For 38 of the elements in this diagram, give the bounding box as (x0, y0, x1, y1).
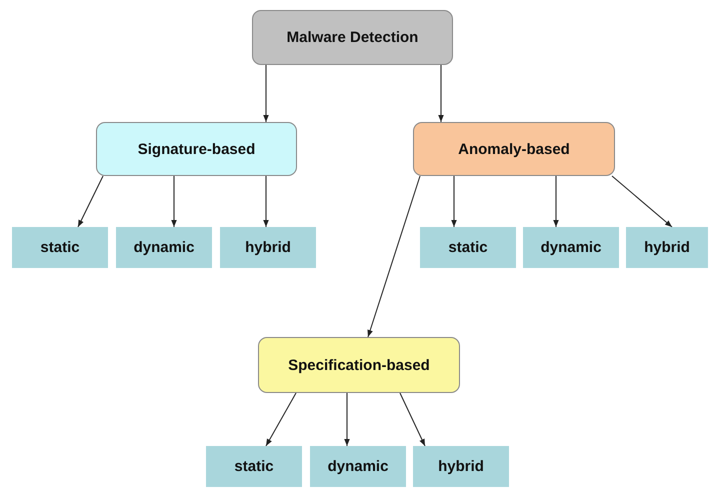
arrow (344, 392, 350, 446)
node-label: Anomaly-based (458, 140, 570, 158)
category-box (116, 227, 212, 268)
arrow (438, 64, 444, 122)
node-label: hybrid (438, 458, 484, 475)
arrow (367, 176, 420, 338)
node-label: hybrid (245, 239, 291, 256)
category-node (252, 10, 453, 65)
node-label: Signature-based (138, 140, 256, 158)
arrow (400, 392, 426, 446)
category-box (206, 446, 302, 487)
category-node (258, 337, 460, 393)
node-label: Malware Detection (286, 29, 418, 46)
category-box (523, 227, 619, 268)
arrow (263, 64, 269, 122)
node-label: static (234, 458, 274, 475)
node-label: static (448, 239, 488, 256)
category-box (413, 446, 509, 487)
node-label: dynamic (540, 239, 602, 256)
arrow (266, 392, 296, 446)
category-box (420, 227, 516, 268)
arrow (451, 176, 457, 228)
node-label: Specification-based (288, 356, 430, 374)
category-node (413, 122, 615, 176)
node-label: hybrid (644, 239, 690, 256)
node-label: static (40, 239, 80, 256)
node-label: dynamic (328, 458, 388, 475)
arrow (263, 176, 269, 228)
arrow (612, 176, 672, 228)
category-box (310, 446, 406, 487)
arrow (171, 176, 177, 228)
node-label: dynamic (134, 239, 194, 256)
category-box (626, 227, 708, 268)
arrow (553, 176, 559, 228)
category-box (220, 227, 316, 268)
category-box (12, 227, 108, 268)
category-node (96, 122, 297, 176)
arrow (78, 176, 104, 228)
